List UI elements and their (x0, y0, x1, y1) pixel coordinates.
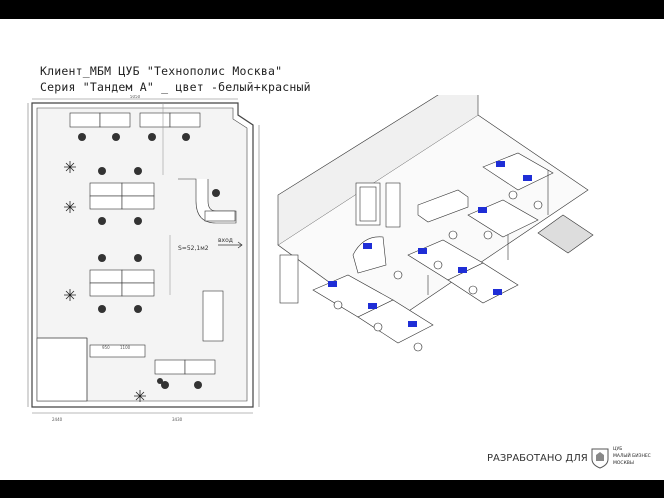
dim-bottom-left: 2440 (52, 417, 63, 422)
logo-text-2: МАЛЫЙ БИЗНЕС (613, 454, 651, 459)
top-black-bar (0, 0, 664, 19)
dim-bottom-right: 3430 (172, 417, 183, 422)
entrance-label: вход (218, 237, 233, 244)
title-series: Серия "Тандем А" _ цвет -белый+красный (40, 80, 311, 94)
dim-sofa-b: 1100 (120, 345, 131, 350)
area-label: S=52,1м2 (178, 245, 209, 252)
dim-top: 5050 (130, 95, 141, 99)
tsub-logo-icon (591, 448, 609, 469)
logo-text-1: ЦУБ (613, 447, 623, 452)
dim-sofa-a: 950 (102, 345, 110, 350)
floor-plan: 5050 S=52,1м2 вход 950 1100 2440 3430 (27, 95, 260, 422)
bottom-black-bar (0, 480, 664, 498)
isometric-view (277, 95, 594, 352)
logo-text-3: МОСКВЫ (613, 461, 634, 466)
developed-for-label: РАЗРАБОТАНО ДЛЯ (487, 453, 588, 464)
title-client: Клиент_МБМ ЦУБ "Технополис Москва" (40, 64, 283, 78)
